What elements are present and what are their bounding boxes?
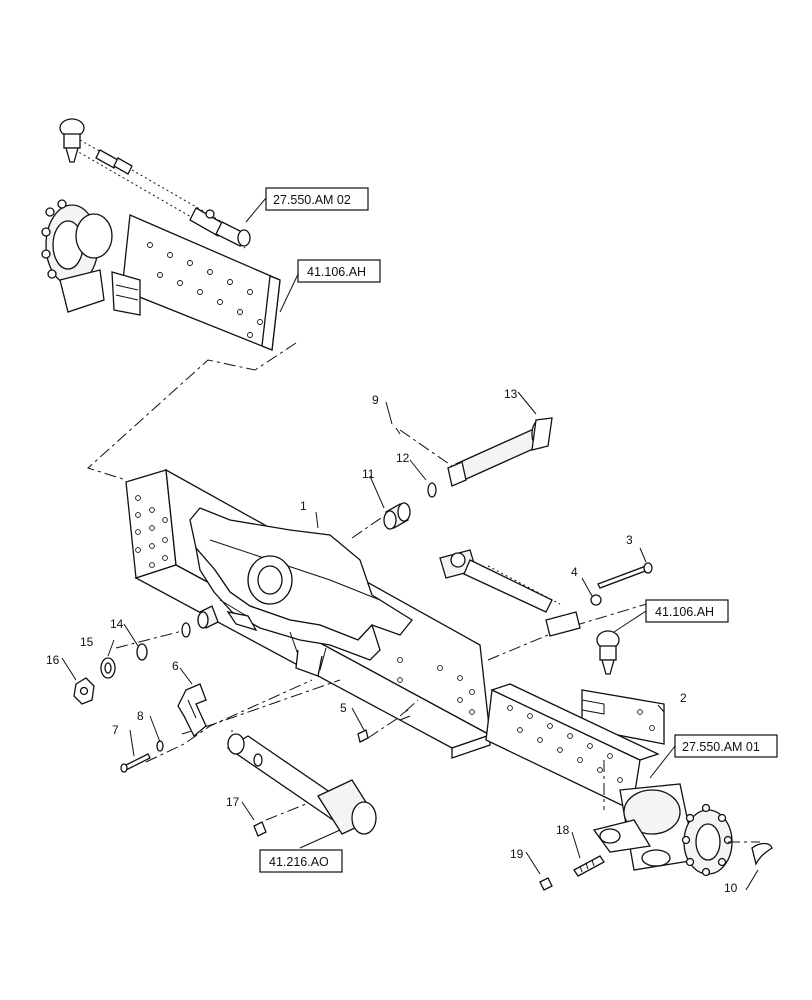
guide-upper-to-beam	[87, 342, 297, 481]
callout-15: 15	[80, 635, 94, 649]
upper-axle-end	[121, 214, 281, 351]
washer-12	[427, 482, 437, 498]
nut-19	[539, 877, 553, 891]
ref-steering-right-label: 27.550.AM 01	[682, 740, 760, 754]
callout-17: 17	[226, 795, 240, 809]
callout-19: 19	[510, 847, 524, 861]
clamp-6	[177, 683, 207, 738]
guide-shaft-17	[265, 799, 317, 821]
callout-12: 12	[396, 451, 410, 465]
ref-axle-top-label: 41.106.AH	[307, 265, 366, 279]
callout-10: 10	[724, 881, 738, 895]
right-ball-joint	[596, 630, 620, 675]
guide-bushing-axis	[351, 515, 385, 539]
ref-axle-right[interactable]: 41.106.AH	[645, 599, 729, 623]
ref-axle-top[interactable]: 41.106.AH	[297, 259, 381, 283]
callout-13: 13	[504, 387, 518, 401]
callout-16: 16	[46, 653, 60, 667]
callout-3: 3	[626, 533, 633, 547]
spring-pin-9	[395, 427, 401, 435]
guide-item-5	[367, 699, 419, 739]
bushing-left	[181, 605, 219, 638]
nut-16	[73, 677, 95, 705]
upper-left-assembly	[41, 118, 281, 351]
ref-steering-top-label: 27.550.AM 02	[273, 193, 351, 207]
washer-8	[156, 740, 164, 752]
washer-15	[100, 657, 116, 679]
callout-14: 14	[110, 617, 124, 631]
callout-6: 6	[172, 659, 179, 673]
ref-shaft-label: 41.216.AO	[269, 855, 329, 869]
callout-4: 4	[571, 565, 578, 579]
callout-11: 11	[362, 467, 375, 481]
upper-tie-rod	[95, 149, 251, 247]
upper-wheel-hub	[41, 199, 141, 316]
fitting-17	[253, 821, 267, 837]
nut-4	[590, 594, 602, 606]
bolt-7	[120, 753, 151, 773]
right-tie-rod	[439, 549, 581, 637]
ref-steering-top[interactable]: 27.550.AM 02	[265, 187, 369, 211]
guide-pin-axis	[399, 429, 453, 467]
clip-10	[751, 842, 773, 866]
upper-ball-joint	[59, 118, 85, 163]
right-axle-end	[485, 683, 660, 811]
stud-18	[573, 855, 605, 877]
pivot-pin	[447, 417, 553, 487]
ref-steering-right[interactable]: 27.550.AM 01	[674, 734, 778, 758]
bolt-3	[597, 562, 653, 589]
ref-axle-right-label: 41.106.AH	[655, 605, 714, 619]
callout-9: 9	[372, 393, 379, 407]
fitting-5	[357, 709, 411, 743]
lower-shaft	[226, 733, 377, 835]
guide-bolt-7	[145, 679, 313, 763]
bushing-11	[383, 502, 411, 530]
guide-lower-left	[115, 629, 187, 649]
ring-14	[136, 643, 148, 661]
right-wheel-hub	[592, 783, 733, 877]
callout-2: 2	[680, 691, 687, 705]
callout-1: 1	[300, 499, 307, 513]
callout-18: 18	[556, 823, 570, 837]
callout-7: 7	[112, 723, 119, 737]
main-axle-beam	[125, 468, 492, 759]
ref-shaft[interactable]: 41.216.AO	[259, 849, 343, 873]
callout-8: 8	[137, 709, 144, 723]
callout-5: 5	[340, 701, 347, 715]
